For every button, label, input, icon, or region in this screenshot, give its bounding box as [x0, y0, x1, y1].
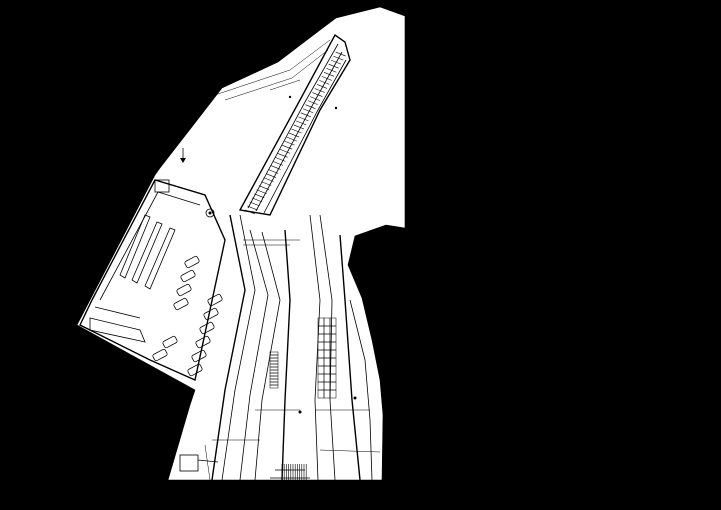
building-hatch-line: [314, 88, 325, 93]
car-icon: [152, 348, 168, 362]
building-hatch-line: [265, 173, 277, 178]
parking-lot: [79, 179, 226, 381]
building-hatch-line: [277, 153, 288, 158]
building-hatch-line: [244, 209, 256, 215]
building-hatch-line: [282, 144, 293, 150]
building-hatch-line: [256, 189, 267, 195]
building-hatch-line: [309, 96, 321, 101]
main-building: [214, 33, 351, 216]
car-icon: [191, 349, 207, 363]
car-icon: [184, 255, 200, 269]
building-hatch-line: [275, 157, 286, 162]
building-hatch-line: [323, 72, 335, 77]
building-hatch-line: [296, 120, 307, 126]
building-hatch-line: [330, 59, 342, 65]
building-hatch-line: [326, 67, 337, 73]
building-hatch-line: [268, 169, 279, 174]
building-hatch-line: [270, 165, 281, 170]
building-hatch-line: [289, 132, 300, 138]
building-hatch-line: [305, 104, 316, 109]
car-icon: [180, 269, 196, 283]
building-hatch-line: [293, 124, 304, 130]
car-icon: [173, 297, 189, 311]
building-hatch-line: [272, 161, 284, 166]
stair-step: [269, 384, 279, 389]
grid-blocks: [269, 317, 337, 399]
car-icon: [195, 335, 211, 349]
site-boundary: [76, 6, 406, 481]
building-hatch-line: [307, 100, 318, 105]
building-hatch-line: [251, 197, 263, 203]
car-icon: [203, 307, 219, 321]
grid-cell: [329, 389, 337, 399]
building-hatch-line: [247, 205, 258, 211]
building-hatch-line: [291, 128, 302, 134]
entrance-plaza: [270, 464, 310, 492]
building-hatch-line: [333, 55, 344, 61]
north-arrow-icon: [180, 148, 186, 163]
marker-dot: [288, 95, 292, 99]
building-hatch-line: [335, 51, 346, 57]
building-hatch-line: [261, 181, 272, 186]
marker-dot: [353, 396, 357, 400]
building-hatch-line: [263, 177, 274, 182]
building-hatch-line: [300, 112, 311, 118]
building-hatch-line: [312, 92, 323, 97]
car-icon: [207, 293, 223, 307]
building-hatch-line: [249, 201, 260, 207]
marker-dot: [334, 106, 338, 110]
lower-left-structures: [179, 444, 219, 481]
car-icon: [199, 321, 215, 335]
building-hatch-line: [258, 185, 270, 190]
building-hatch-line: [316, 84, 328, 89]
building-hatch-line: [284, 140, 295, 146]
building-hatch-line: [321, 76, 332, 81]
building-hatch-line: [286, 136, 297, 142]
building-hatch-line: [279, 148, 290, 154]
building-hatch-line: [303, 108, 314, 114]
building-hatch-line: [254, 193, 265, 199]
car-icon: [176, 283, 192, 297]
building-hatch-line: [298, 116, 309, 122]
car-icon: [187, 363, 203, 377]
building-hatch-line: [319, 80, 330, 85]
car-icon: [162, 335, 178, 349]
building-hatch-line: [328, 63, 339, 69]
tree-icon: [205, 208, 215, 218]
marker-dot: [298, 410, 302, 414]
